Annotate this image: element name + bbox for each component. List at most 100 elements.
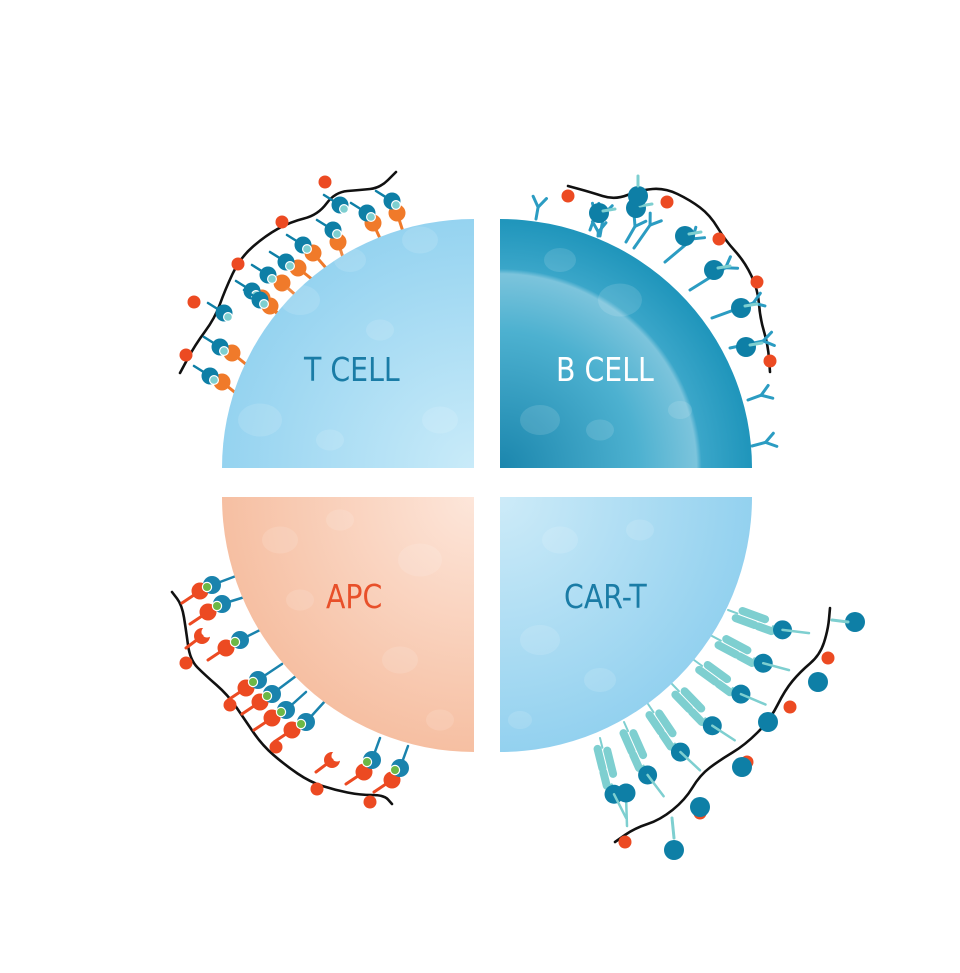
antigen-link bbox=[830, 618, 850, 624]
antibody-arm bbox=[531, 194, 540, 209]
peptide bbox=[367, 213, 375, 221]
car-transmembrane bbox=[693, 659, 704, 667]
cell-texture bbox=[238, 226, 692, 731]
antigen-link bbox=[761, 661, 791, 672]
antibody-stem bbox=[746, 393, 763, 402]
texture-blob bbox=[584, 668, 616, 692]
peptide bbox=[303, 245, 311, 253]
antigen-dot bbox=[821, 651, 835, 665]
car-domain bbox=[603, 746, 618, 778]
antibody-arm bbox=[764, 440, 779, 448]
texture-blob bbox=[598, 283, 642, 317]
car-domain bbox=[658, 730, 675, 751]
peptide bbox=[210, 376, 218, 384]
antigen-dot bbox=[561, 189, 575, 203]
peptide bbox=[249, 678, 257, 686]
antigen-molecule bbox=[845, 612, 865, 632]
texture-blob bbox=[426, 709, 454, 731]
antigen-link bbox=[743, 302, 759, 308]
antibody-stem bbox=[624, 224, 637, 244]
antigen-link bbox=[612, 793, 628, 820]
texture-blob bbox=[262, 526, 298, 554]
texture-blob bbox=[366, 319, 394, 341]
antigen-molecule bbox=[731, 298, 751, 318]
car-domain bbox=[629, 729, 648, 760]
antigen-dot bbox=[310, 782, 324, 796]
texture-blob bbox=[542, 526, 578, 554]
texture-blob bbox=[586, 419, 614, 441]
antigen-molecule bbox=[690, 797, 710, 817]
b-cell-receptors bbox=[531, 174, 779, 448]
texture-blob bbox=[316, 429, 344, 451]
antigen-strand bbox=[178, 170, 398, 375]
car-domain bbox=[731, 614, 759, 629]
antigen-strand bbox=[566, 184, 772, 374]
apc-label: APC bbox=[326, 577, 383, 616]
texture-blob bbox=[402, 226, 438, 254]
texture-blob bbox=[544, 248, 576, 272]
antigen-molecule bbox=[736, 337, 756, 357]
antigen-dot bbox=[269, 740, 283, 754]
peptide bbox=[277, 708, 285, 716]
car-domain bbox=[671, 690, 694, 714]
peptide bbox=[213, 602, 221, 610]
peptide bbox=[333, 230, 341, 238]
antigen-dot bbox=[179, 348, 193, 362]
antigen-dot bbox=[750, 275, 764, 289]
car-transmembrane bbox=[623, 721, 630, 733]
texture-blob bbox=[326, 509, 354, 531]
car-domain bbox=[703, 660, 732, 684]
antigen-dot bbox=[318, 175, 332, 189]
antibody-arm bbox=[751, 291, 762, 305]
antigen-dot bbox=[179, 656, 193, 670]
peptide bbox=[203, 583, 211, 591]
peptide bbox=[286, 262, 294, 270]
antigen-link bbox=[687, 230, 703, 236]
tcr-stem bbox=[184, 634, 204, 650]
peptide bbox=[263, 692, 271, 700]
car-transmembrane bbox=[671, 683, 680, 693]
car-domain bbox=[645, 711, 665, 736]
antigen-dot bbox=[363, 795, 377, 809]
peptide bbox=[268, 275, 276, 283]
car-domain bbox=[722, 635, 752, 655]
antibody-stem bbox=[750, 440, 768, 448]
texture-blob bbox=[286, 589, 314, 611]
antibody-arm bbox=[759, 393, 775, 400]
car-domain bbox=[714, 680, 734, 697]
texture-blob bbox=[508, 711, 532, 729]
mhc-molecule bbox=[273, 274, 291, 292]
apc-quadrant bbox=[222, 497, 474, 752]
tcr-binding-site bbox=[331, 750, 343, 762]
car-t-label: CAR-T bbox=[564, 577, 647, 616]
peptide bbox=[340, 205, 348, 213]
antigen-dot bbox=[783, 700, 797, 714]
antibody-stem bbox=[534, 205, 540, 221]
car-domain bbox=[599, 768, 611, 790]
antigen-molecule bbox=[628, 186, 648, 206]
antigen-strand bbox=[170, 590, 394, 806]
tcr-binding-site bbox=[201, 626, 213, 638]
antigen-link bbox=[646, 773, 665, 798]
antigen-molecule bbox=[808, 672, 828, 692]
antigen-dot bbox=[618, 835, 632, 849]
antigen-molecule bbox=[675, 226, 695, 246]
apc-receptors bbox=[170, 574, 410, 809]
texture-blob bbox=[668, 401, 692, 419]
b-cell-label: B CELL bbox=[556, 350, 654, 389]
antigen-dot bbox=[763, 354, 777, 368]
antibody-arm bbox=[633, 219, 648, 228]
car-domain bbox=[593, 744, 607, 773]
car-t-quadrant bbox=[500, 497, 752, 752]
texture-blob bbox=[238, 403, 282, 437]
car-domain bbox=[695, 665, 720, 686]
t-cell-quadrant bbox=[222, 219, 474, 468]
antigen-link bbox=[716, 264, 732, 270]
car-domain bbox=[629, 751, 643, 772]
antigen-molecule bbox=[589, 203, 609, 223]
antigen-link bbox=[748, 341, 764, 347]
t-cell-label: T CELL bbox=[304, 350, 400, 389]
car-domain bbox=[655, 709, 677, 738]
texture-blob bbox=[520, 625, 560, 655]
t-cell-receptors bbox=[178, 170, 407, 400]
